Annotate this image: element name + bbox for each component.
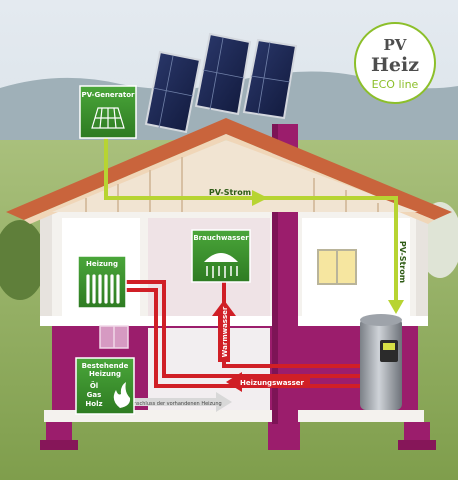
chimney-shade — [272, 124, 278, 424]
ground-room-middle — [148, 328, 270, 410]
brauchwasser-box: Brauchwasser — [191, 229, 251, 283]
pv-strom-vertical-label: PV-Strom — [398, 241, 407, 283]
pv-generator-label: PV-Generator — [82, 91, 135, 99]
oel-label: Öl — [90, 381, 98, 390]
flame-icon — [113, 382, 131, 408]
warmwasser-label: Warmwasser — [221, 306, 229, 357]
tank-controller-display — [383, 343, 395, 350]
floor-slab-ground — [44, 410, 424, 422]
anschluss-label: Anschluss der vorhandenen Heizung — [130, 401, 221, 407]
tree-left — [0, 220, 46, 300]
heating-pipe-flow — [124, 280, 360, 378]
foundation-pier-left — [46, 422, 72, 444]
pv-generator-box: PV-Generator — [79, 85, 137, 139]
heizungswasser-arrow — [226, 372, 310, 392]
brauchwasser-label: Brauchwasser — [193, 234, 249, 242]
bestehende-label-line2: Heizung — [89, 370, 121, 378]
shower-drops-icon — [206, 266, 238, 278]
pv-strom-horizontal-label: PV-Strom — [209, 188, 251, 197]
heizung-box: Heizung — [77, 255, 127, 309]
pv-strom-arrowhead-down — [388, 300, 404, 314]
logo-heiz-text: Heiz — [370, 54, 420, 76]
upper-wall-left-accent — [40, 212, 52, 324]
pv-strom-arrowhead-right — [252, 190, 268, 206]
upper-wall-right-accent — [416, 212, 428, 324]
roof-attic — [52, 140, 418, 212]
foundation-pier-center — [268, 422, 300, 450]
tank-top — [360, 314, 402, 326]
pv-heiz-eco-line-logo: PV Heiz ECO line — [354, 22, 436, 104]
radiator-icon — [86, 274, 120, 304]
bestehende-heizung-box: Bestehende Heizung Öl Gas Holz — [75, 357, 135, 415]
heizungswasser-label: Heizungswasser — [240, 379, 304, 387]
foundation-base-left — [40, 440, 78, 450]
solar-panel-grid — [152, 37, 291, 129]
warmwasser-arrow — [212, 300, 236, 362]
shower-icon — [204, 253, 238, 262]
logo-eco-line-text: ECO line — [371, 78, 419, 91]
logo-pv-text: PV — [383, 36, 407, 54]
anschluss-arrow — [122, 392, 232, 412]
solar-panels — [144, 32, 298, 134]
gas-label: Gas — [87, 391, 102, 399]
heizung-label: Heizung — [86, 260, 118, 268]
foundation-pier-right — [404, 422, 430, 444]
holz-label: Holz — [85, 400, 102, 408]
solar-field-icon — [91, 107, 125, 129]
tank-body — [360, 318, 402, 410]
pv-strom-line — [104, 138, 398, 310]
storage-tank — [360, 314, 402, 410]
foundation-base-right — [398, 440, 436, 450]
bestehende-label-line1: Bestehende — [82, 362, 129, 370]
floor-slab-upper — [40, 316, 428, 326]
